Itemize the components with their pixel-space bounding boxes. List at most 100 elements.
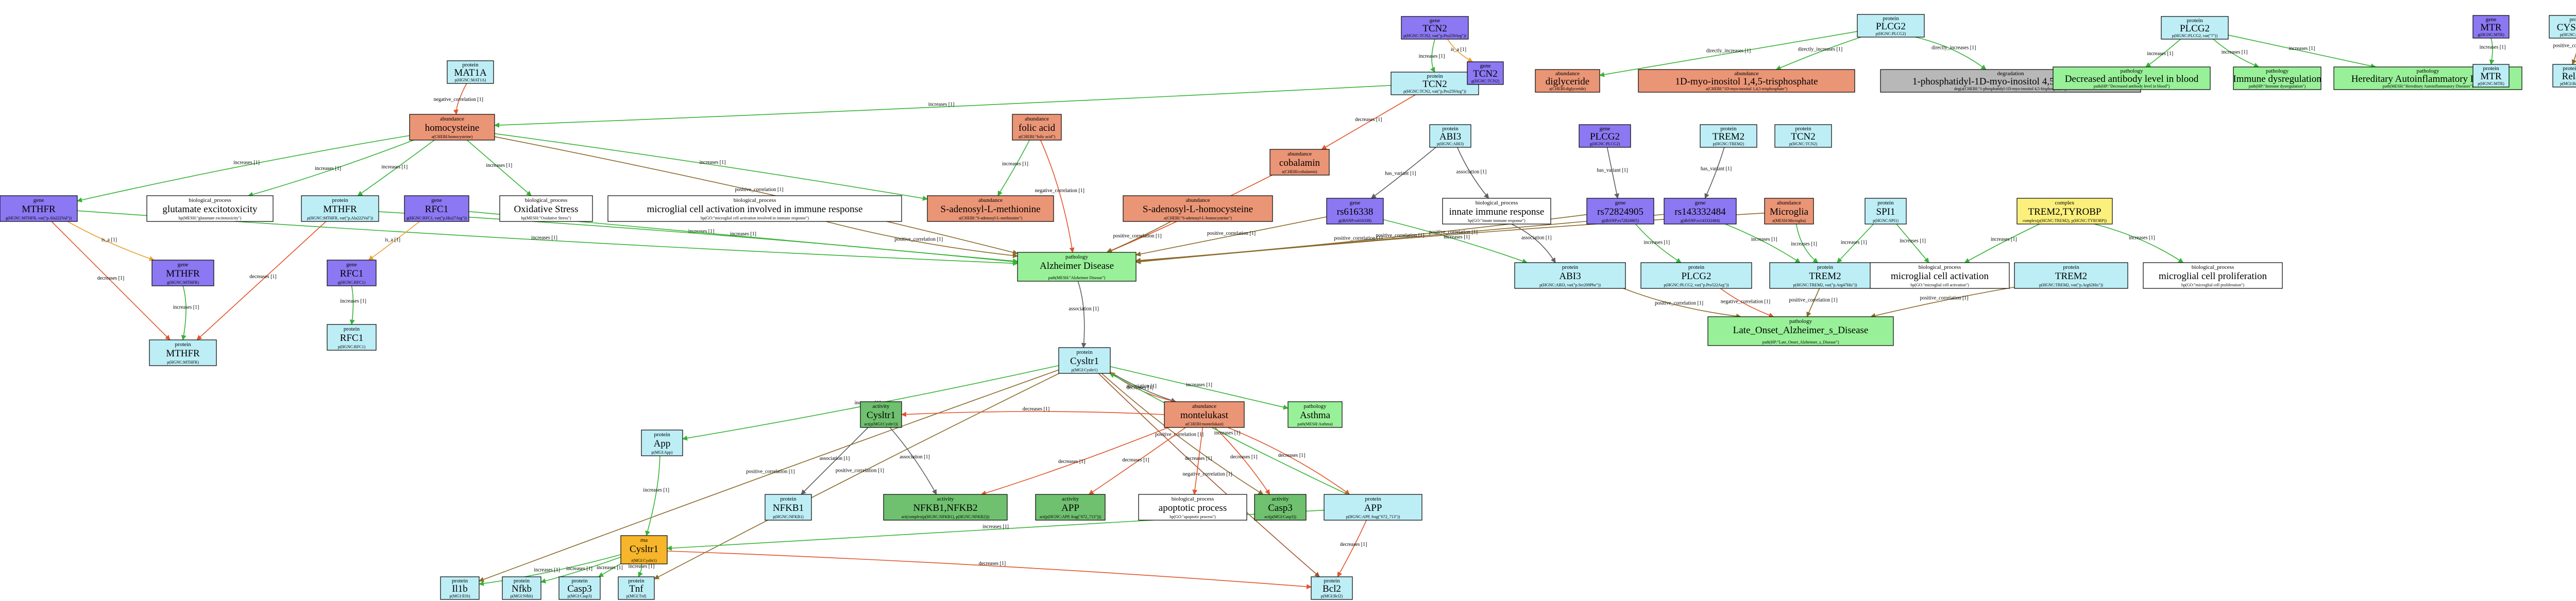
node-name-label: MTR xyxy=(2480,71,2502,82)
node-box xyxy=(2472,15,2510,39)
node-bel-label: a(CHEBI:"1D-myo-inositol 1,4,5-trisphosp… xyxy=(1706,87,1788,91)
node-trem2_complex[interactable]: complexTREM2,TYROBPcomplex(p(HGNC:TREM2)… xyxy=(2016,198,2113,225)
edge-rs616338-to-alzheimer: positive_correlation [1] xyxy=(1136,216,1327,257)
edge-line xyxy=(638,563,643,577)
node-bel-label: p(HGNC:ABI3, var("p.Ser209Phe")) xyxy=(1539,283,1601,287)
node-homocysteine[interactable]: abundancehomocysteinea(CHEBI:homocystein… xyxy=(409,114,495,141)
node-name-label: Oxidative Stress xyxy=(514,204,578,215)
node-name-label: folic acid xyxy=(1019,123,1056,133)
node-box xyxy=(1058,347,1111,374)
node-bel-label: g(dbSNP:rs143332484) xyxy=(1681,218,1720,223)
edge-cysltr1_p-to-il1b: positive_correlation [1] xyxy=(479,369,1059,582)
node-bel-label: p(HGNC:TCN2) xyxy=(1789,142,1818,146)
node-name-label: Decreased antibody level in blood xyxy=(2065,74,2199,84)
node-sah[interactable]: abundanceS-adenosyl-L-homocysteinea(CHEB… xyxy=(1123,195,1273,222)
edge-label: positive_correlation [1] xyxy=(1376,233,1424,238)
edge-line xyxy=(1337,520,1367,577)
node-name-label: cobalamin xyxy=(1279,158,1320,168)
node-box xyxy=(146,195,274,222)
node-cysltr1_top[interactable]: proteinCYSLTR1p(HGNC:CYSLTR1) xyxy=(2549,15,2576,39)
node-box xyxy=(1700,124,1757,148)
node-bel-label: act(p(MGI:Cysltr1)) xyxy=(864,422,898,426)
edge-label: increases [1] xyxy=(1751,237,1777,243)
edge-label: increases [1] xyxy=(315,166,341,171)
node-name-label: microglial cell activation involved in i… xyxy=(647,204,863,215)
node-late_onset[interactable]: pathologyLate_Onset_Alzheimer_s_Diseasep… xyxy=(1707,316,1894,346)
node-nfkb_act[interactable]: activityNFKB1,NFKB2act(complex(p(HGNC:NF… xyxy=(883,494,1008,521)
edge-line xyxy=(2571,38,2576,65)
edge-label: increases [1] xyxy=(233,160,260,166)
edge-line xyxy=(1101,373,1264,495)
edge-montelukast-to-apoptotic: decreases [1] xyxy=(1185,427,1212,495)
node-type-label: gene xyxy=(1695,200,1706,206)
edge-line xyxy=(540,556,621,583)
node-name-label: PLCG2 xyxy=(1876,21,1906,32)
node-name-label: TCN2 xyxy=(1473,68,1498,79)
edge-line xyxy=(1795,224,1819,263)
node-rela[interactable]: proteinRelap(MGI:Rela) xyxy=(2552,64,2576,88)
node-sam[interactable]: abundanceS-adenosyl-L-methioninea(CHEBI:… xyxy=(927,195,1054,222)
node-name-label: microglial cell activation xyxy=(1891,271,1989,282)
node-bel-label: p(MGI:Il1b) xyxy=(450,594,470,598)
node-bel-label: a(CHEBI:cobalamin) xyxy=(1282,169,1317,174)
